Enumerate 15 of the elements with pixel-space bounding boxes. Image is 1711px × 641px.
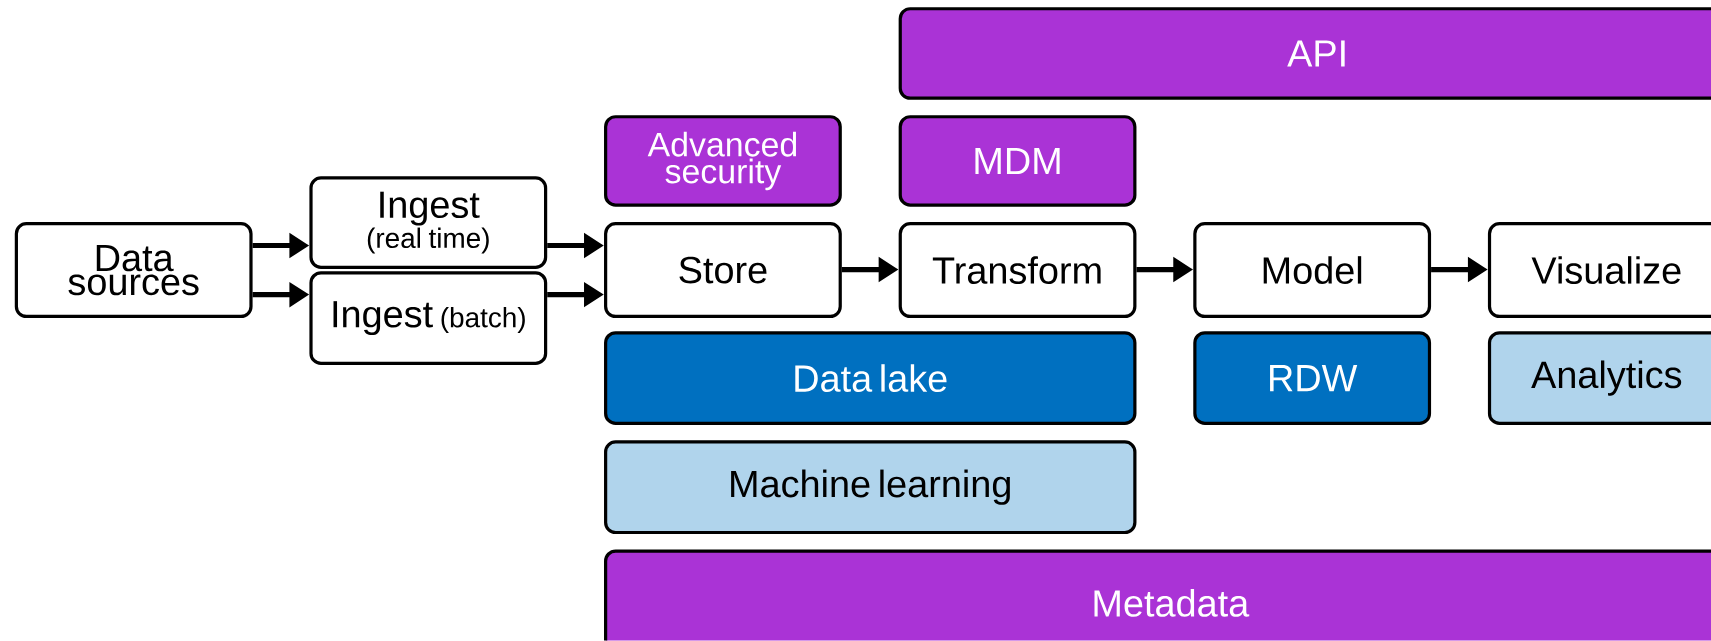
process-box: Transform [898,222,1137,319]
process-box: Model [1193,222,1432,319]
capability-box: Machine learning [604,440,1137,535]
process-box: Data sources [14,222,253,319]
capability-box: Analytics [1487,331,1711,426]
capability-band: API [898,7,1711,101]
process-box: Visualize [1487,222,1711,319]
capability-box: Data lake [604,331,1137,426]
capability-box: RDW [1193,331,1432,426]
capability-band: Metadata [604,549,1711,641]
process-box: Ingest (batch) [309,271,548,366]
capability-box: MDM [898,115,1137,207]
process-box: Ingest (real time) [309,176,548,270]
capability-box: Advanced security [604,115,842,207]
process-box: Store [604,222,842,319]
